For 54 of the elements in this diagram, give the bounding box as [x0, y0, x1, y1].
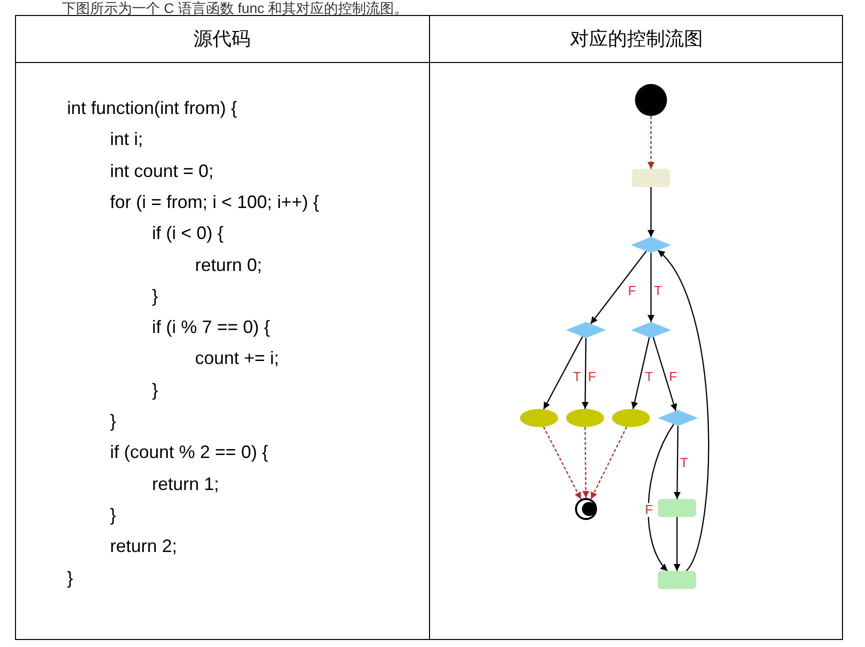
- code-line: if (i < 0) {: [152, 222, 224, 244]
- edge-label: T: [644, 370, 654, 384]
- code-line: }: [110, 504, 116, 526]
- arrow: [648, 424, 674, 572]
- arrow: [648, 187, 654, 237]
- arrow: [590, 426, 628, 500]
- arrow: [648, 116, 654, 169]
- process-box: [632, 169, 670, 187]
- arrow: [674, 517, 680, 571]
- arrow: [582, 427, 590, 498]
- decision-diamond: [631, 322, 671, 338]
- code-line: for (i = from; i < 100; i++) {: [110, 190, 320, 213]
- terminal-circle: [635, 84, 667, 116]
- arrow: [652, 336, 678, 412]
- code-line: count += i;: [195, 347, 280, 370]
- code-line: }: [152, 284, 158, 307]
- decision-diamond: [658, 410, 698, 426]
- decision-diamond: [566, 322, 606, 338]
- edge-label: F: [644, 503, 654, 517]
- code-line: return 1;: [152, 472, 220, 495]
- code-line: int count = 0;: [110, 160, 214, 182]
- process-box: [658, 571, 696, 589]
- return-ellipse: [566, 409, 604, 427]
- arrow: [582, 338, 589, 409]
- return-ellipse: [612, 409, 650, 427]
- arrow: [631, 337, 650, 410]
- edge-label: F: [627, 284, 637, 298]
- edge-label: F: [587, 370, 597, 384]
- arrow: [590, 250, 647, 324]
- terminal-circle: [575, 498, 597, 520]
- code-line: int function(int from) {: [67, 97, 238, 119]
- edge-label: T: [572, 370, 582, 384]
- process-box: [658, 499, 696, 517]
- edge-label: T: [653, 284, 663, 298]
- code-line: }: [152, 378, 158, 401]
- arrow: [657, 250, 710, 572]
- code-line: }: [110, 410, 116, 432]
- decision-diamond: [631, 237, 671, 253]
- arrow: [648, 253, 654, 322]
- code-line: return 0;: [195, 254, 262, 276]
- arrow: [542, 426, 582, 500]
- arrow: [674, 426, 681, 499]
- edge-label: T: [679, 456, 689, 470]
- column-header: 源代码: [192, 28, 252, 52]
- code-line: if (i % 7 == 0) {: [152, 316, 270, 338]
- edge-label: F: [668, 370, 678, 384]
- code-line: return 2;: [110, 535, 178, 558]
- code-line: int i;: [110, 128, 144, 150]
- title-text: 下图所示为一个 C 语言函数 func 和其对应的控制流图。: [62, 0, 408, 18]
- return-ellipse: [520, 409, 558, 427]
- code-line: if (count % 2 == 0) {: [110, 441, 268, 464]
- column-header: 对应的控制流图: [569, 28, 704, 52]
- code-line: }: [67, 566, 74, 588]
- arrow: [543, 336, 583, 410]
